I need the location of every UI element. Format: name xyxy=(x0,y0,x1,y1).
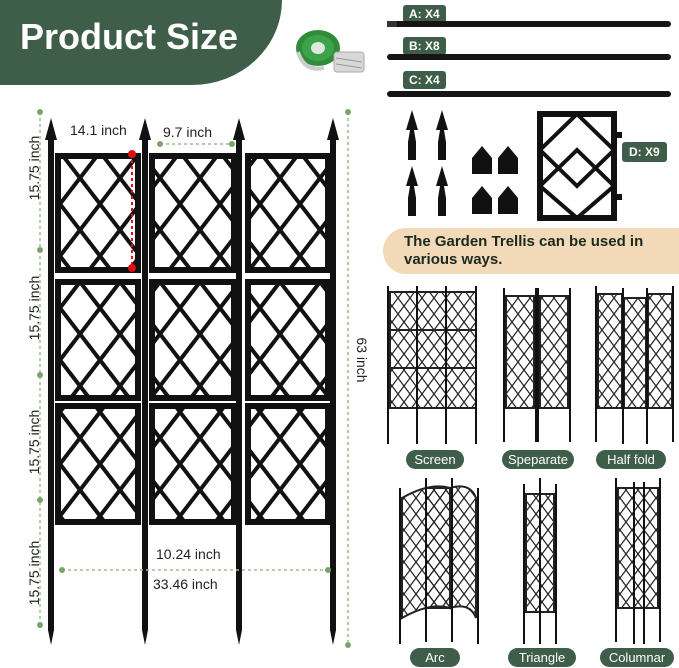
mode-separate-illustration xyxy=(503,288,571,442)
usage-banner xyxy=(383,228,679,274)
mode-columnar-label: Columnar xyxy=(600,648,674,667)
total-width-label: 33.46 inch xyxy=(153,576,218,592)
part-b-label: B: X8 xyxy=(403,37,446,55)
part-d-label: D: X9 xyxy=(622,142,667,162)
panel-width-label: 14.1 inch xyxy=(70,122,127,138)
frame-width-label: 9.7 inch xyxy=(163,124,213,140)
section-height-label-4: 15.75 inch xyxy=(26,540,42,606)
mode-screen-illustration xyxy=(387,286,477,444)
title-banner xyxy=(0,0,282,85)
trellis-assembly xyxy=(37,109,351,648)
post-caps-icon xyxy=(472,146,518,214)
usage-banner-text: The Garden Trellis can be used in variou… xyxy=(404,233,644,268)
section-height-label-3: 15.75 inch xyxy=(26,409,42,475)
mode-half-fold-label: Half fold xyxy=(596,450,666,469)
part-a-label: A: X4 xyxy=(403,5,446,23)
section-height-label-2: 15.75 inch xyxy=(26,275,42,341)
finial-spikes-icon xyxy=(406,110,448,216)
rod-b xyxy=(387,54,671,60)
mode-arc-label: Arc xyxy=(410,648,460,667)
rod-c xyxy=(387,91,671,97)
configuration-thumbnails xyxy=(387,286,674,644)
part-c-label: C: X4 xyxy=(403,71,446,89)
section-height-label-1: 15.75 inch xyxy=(26,135,42,201)
mode-triangle-label: Triangle xyxy=(508,648,576,667)
page-title: Product Size xyxy=(20,16,239,57)
mode-screen-label: Screen xyxy=(406,450,464,469)
total-height-label: 63 inch xyxy=(354,337,370,383)
lattice-panel-d xyxy=(537,111,622,221)
mode-triangle-illustration xyxy=(523,478,557,644)
rod-a xyxy=(387,21,671,27)
mode-separate-label: Speparate xyxy=(502,450,574,469)
mode-columnar-illustration xyxy=(615,478,661,644)
mode-half-fold-illustration xyxy=(595,286,674,444)
bottom-frame-width-label: 10.24 inch xyxy=(156,546,221,562)
twist-tie-spool-icon xyxy=(296,30,365,73)
mode-arc-illustration xyxy=(399,478,479,644)
